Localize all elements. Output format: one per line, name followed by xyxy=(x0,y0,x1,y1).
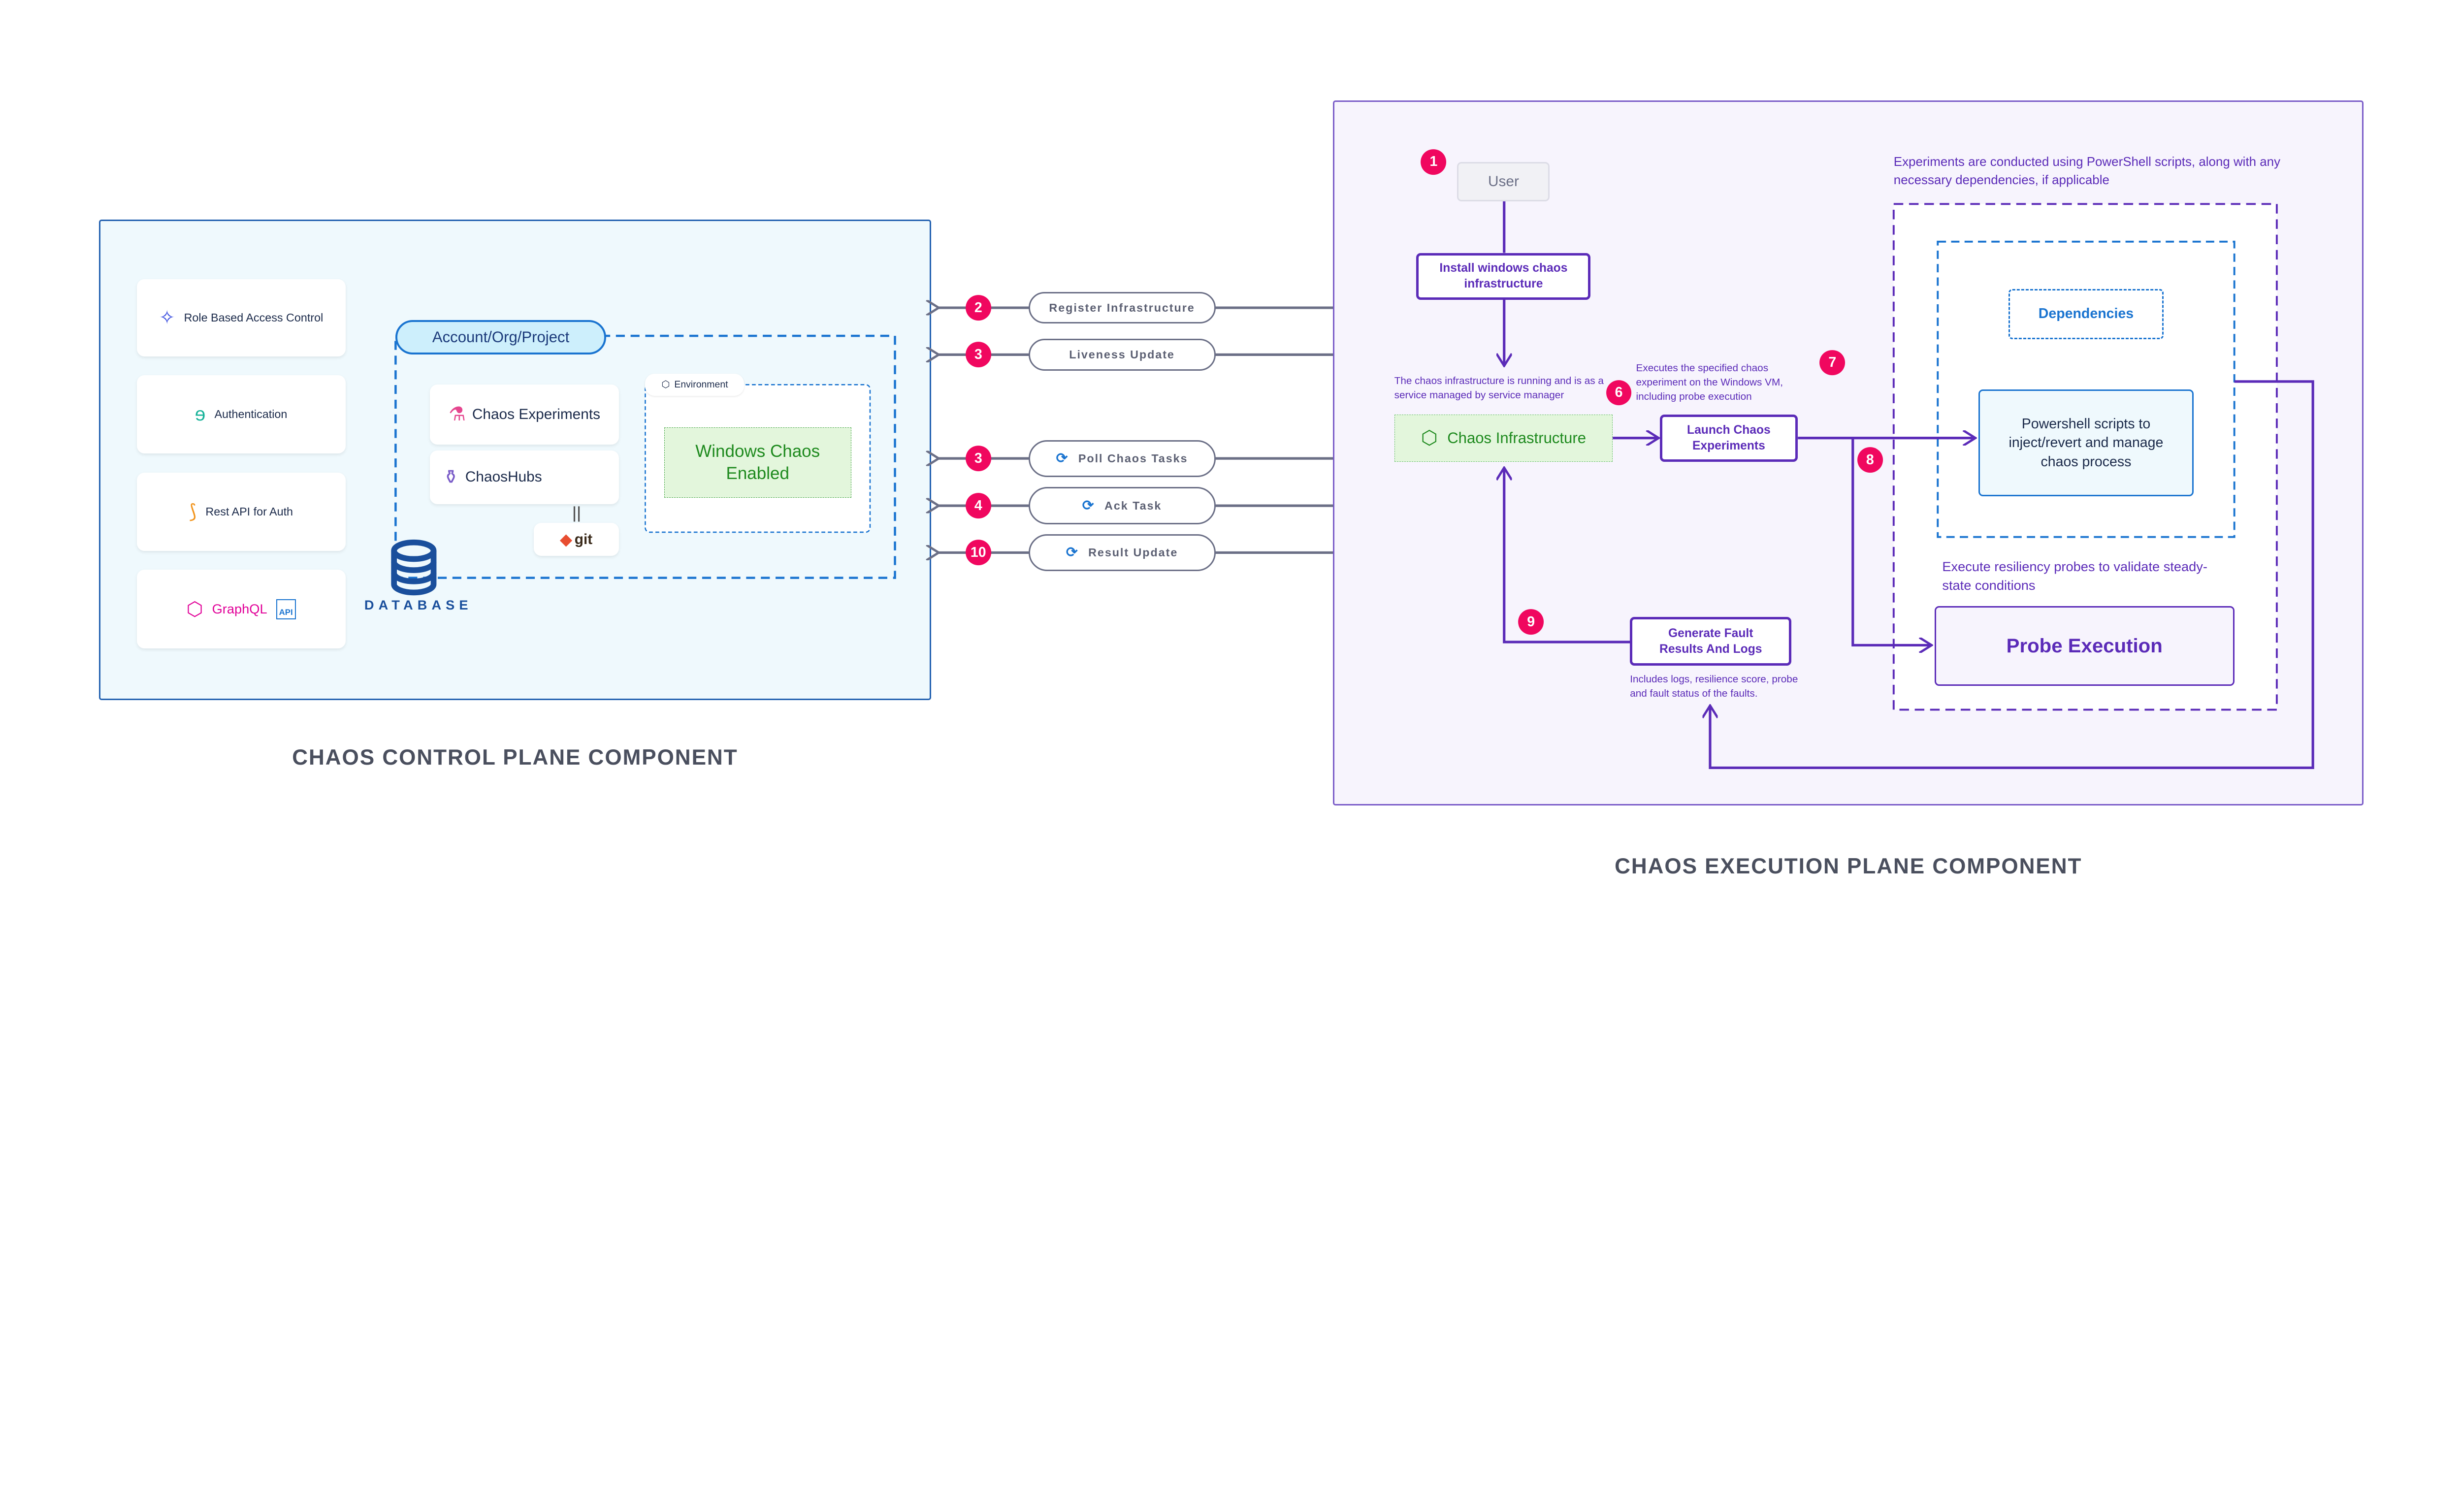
windows-chaos-enabled: Windows Chaos Enabled xyxy=(664,427,851,498)
chaos-experiments-card[interactable]: ⚗Chaos Experiments xyxy=(430,385,619,445)
environment-icon: ⬡ xyxy=(661,379,670,390)
experiments-caption: Experiments are conducted using PowerShe… xyxy=(1893,155,2281,187)
launch-box: Launch Chaos Experiments xyxy=(1659,414,1798,462)
flask-icon: ⚗ xyxy=(449,404,466,425)
sync-icon: ⟳ xyxy=(1056,450,1069,467)
database-icon xyxy=(391,539,437,596)
step-badge: 7 xyxy=(1819,350,1846,376)
environment-label: ⬡Environment xyxy=(645,373,745,396)
generate-results-box: Generate Fault Results And Logs xyxy=(1630,617,1792,666)
launch-caption: Executes the specified chaos experiment … xyxy=(1636,362,1783,402)
card-rest-api: ⟆Rest API for Auth xyxy=(136,472,346,551)
open-lock-icon: ɘ xyxy=(194,403,206,425)
install-box: Install windows chaos infrastructure xyxy=(1416,253,1591,300)
step-badge: 6 xyxy=(1606,380,1632,406)
generate-caption: Includes logs, resilience score, probe a… xyxy=(1630,673,1798,699)
sync-arrows-icon xyxy=(573,506,580,522)
rbac-icon: ✧ xyxy=(159,307,175,328)
test-tube-rack-icon: ⚱ xyxy=(443,466,459,488)
control-plane-title: CHAOS CONTROL PLANE COMPONENT xyxy=(292,745,738,770)
step-badge: 2 xyxy=(965,295,991,321)
infra-caption: The chaos infrastructure is running and … xyxy=(1394,375,1604,401)
chaoshubs-card[interactable]: ⚱ChaosHubs xyxy=(430,450,619,504)
database-label: DATABASE xyxy=(364,597,473,612)
rest-api-icon: ⟆ xyxy=(189,501,197,522)
scope-pill: Account/Org/Project xyxy=(395,320,606,355)
api-doc-icon: API xyxy=(276,599,296,619)
chaos-infrastructure-box: ⬡Chaos Infrastructure xyxy=(1394,414,1613,462)
sync-icon: ⟳ xyxy=(1082,498,1095,514)
graphql-icon: ⬡ xyxy=(186,598,203,620)
probe-execution-box: Probe Execution xyxy=(1934,606,2235,686)
powershell-box: Powershell scripts to inject/revert and … xyxy=(1978,389,2194,496)
step-badge: 9 xyxy=(1518,609,1544,635)
user-box: User xyxy=(1457,161,1550,201)
execution-plane-title: CHAOS EXECUTION PLANE COMPONENT xyxy=(1615,854,2082,878)
flow-poll-chaos-tasks: ⟳Poll Chaos Tasks xyxy=(1028,440,1216,477)
probe-caption: Execute resiliency probes to validate st… xyxy=(1942,558,2207,593)
step-badge: 1 xyxy=(1421,149,1447,175)
step-badge: 4 xyxy=(965,493,991,519)
step-badge: 10 xyxy=(965,540,991,566)
step-badge: 8 xyxy=(1857,447,1883,473)
flow-register-infrastructure: Register Infrastructure xyxy=(1028,291,1216,324)
flow-liveness-update: Liveness Update xyxy=(1028,338,1216,371)
step-badge: 3 xyxy=(965,446,991,472)
hexagon-icon: ⬡ xyxy=(1421,427,1438,449)
step-badge: 3 xyxy=(965,342,991,368)
sync-icon: ⟳ xyxy=(1066,545,1079,561)
git-icon: ◆ xyxy=(560,530,572,548)
flow-ack-task: ⟳Ack Task xyxy=(1028,487,1216,524)
card-rbac: ✧Role Based Access Control xyxy=(136,279,346,356)
git-card: ◆git xyxy=(534,523,619,556)
flow-result-update: ⟳Result Update xyxy=(1028,534,1216,572)
dependencies-box: Dependencies xyxy=(2008,289,2164,339)
